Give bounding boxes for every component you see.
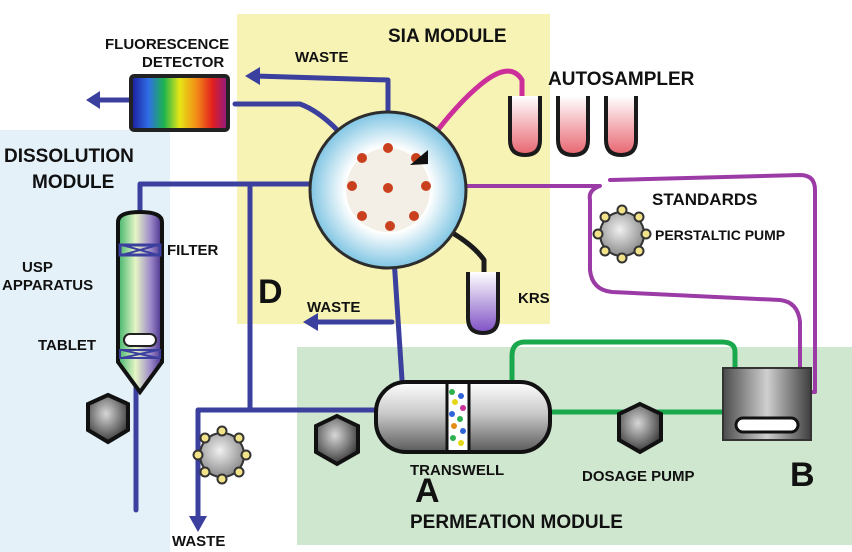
krs-label: KRS xyxy=(518,290,550,307)
dissolution-hex-pump xyxy=(86,392,130,445)
waste-bottom-label: WASTE xyxy=(172,533,225,550)
filter-label: FILTER xyxy=(167,242,219,259)
dissolution-module-title-2: MODULE xyxy=(32,172,114,193)
peristaltic-pump-standards xyxy=(592,204,652,264)
tube-valve-to-usp xyxy=(137,181,355,215)
sia-module-title: SIA MODULE xyxy=(388,26,507,47)
arrow-waste-bottom xyxy=(189,516,207,532)
permeation-module-title: PERMEATION MODULE xyxy=(410,512,623,533)
a-marker: A xyxy=(415,472,440,510)
usp-label-1: USP xyxy=(22,259,53,276)
tube-waste-bottom xyxy=(195,407,253,523)
dosage-pump xyxy=(617,401,663,455)
autosampler-label: AUTOSAMPLER xyxy=(548,69,695,90)
krs-vial xyxy=(466,272,500,336)
fluorescence-label-2: DETECTOR xyxy=(142,54,224,71)
dissolution-module-title-1: DISSOLUTION xyxy=(4,146,134,167)
dosage-pump-label: DOSAGE PUMP xyxy=(582,468,695,485)
valve-ports xyxy=(347,143,431,231)
usp-filter xyxy=(118,243,162,257)
peristaltic-pump-label: PERSTALTIC PUMP xyxy=(655,227,785,243)
arrow-waste-mid xyxy=(303,313,318,331)
usp-tablet xyxy=(123,333,157,347)
waste-top-label: WASTE xyxy=(295,49,348,66)
arrow-waste-top xyxy=(245,67,260,85)
usp-label-2: APPARATUS xyxy=(2,277,93,294)
standards-label: STANDARDS xyxy=(652,190,757,209)
usp-apparatus xyxy=(116,209,164,396)
waste-mid-label: WASTE xyxy=(307,299,360,316)
autosampler-vials xyxy=(508,96,638,158)
arrow-detector-out xyxy=(86,91,100,109)
tube-standards-loop xyxy=(430,173,817,394)
autosampler-arrow-head xyxy=(410,150,428,165)
d-marker: D xyxy=(258,273,283,311)
fluorescence-label-1: FLUORESCENCE xyxy=(105,36,229,53)
peristaltic-pump-waste xyxy=(192,425,252,485)
tablet-label: TABLET xyxy=(38,337,96,354)
transwell xyxy=(374,380,552,454)
reservoir-b xyxy=(722,367,812,441)
b-marker: B xyxy=(790,456,815,494)
fluorescence-detector xyxy=(129,74,230,132)
transwell-label: TRANSWELL xyxy=(410,462,504,479)
transwell-hex-pump xyxy=(314,413,360,467)
